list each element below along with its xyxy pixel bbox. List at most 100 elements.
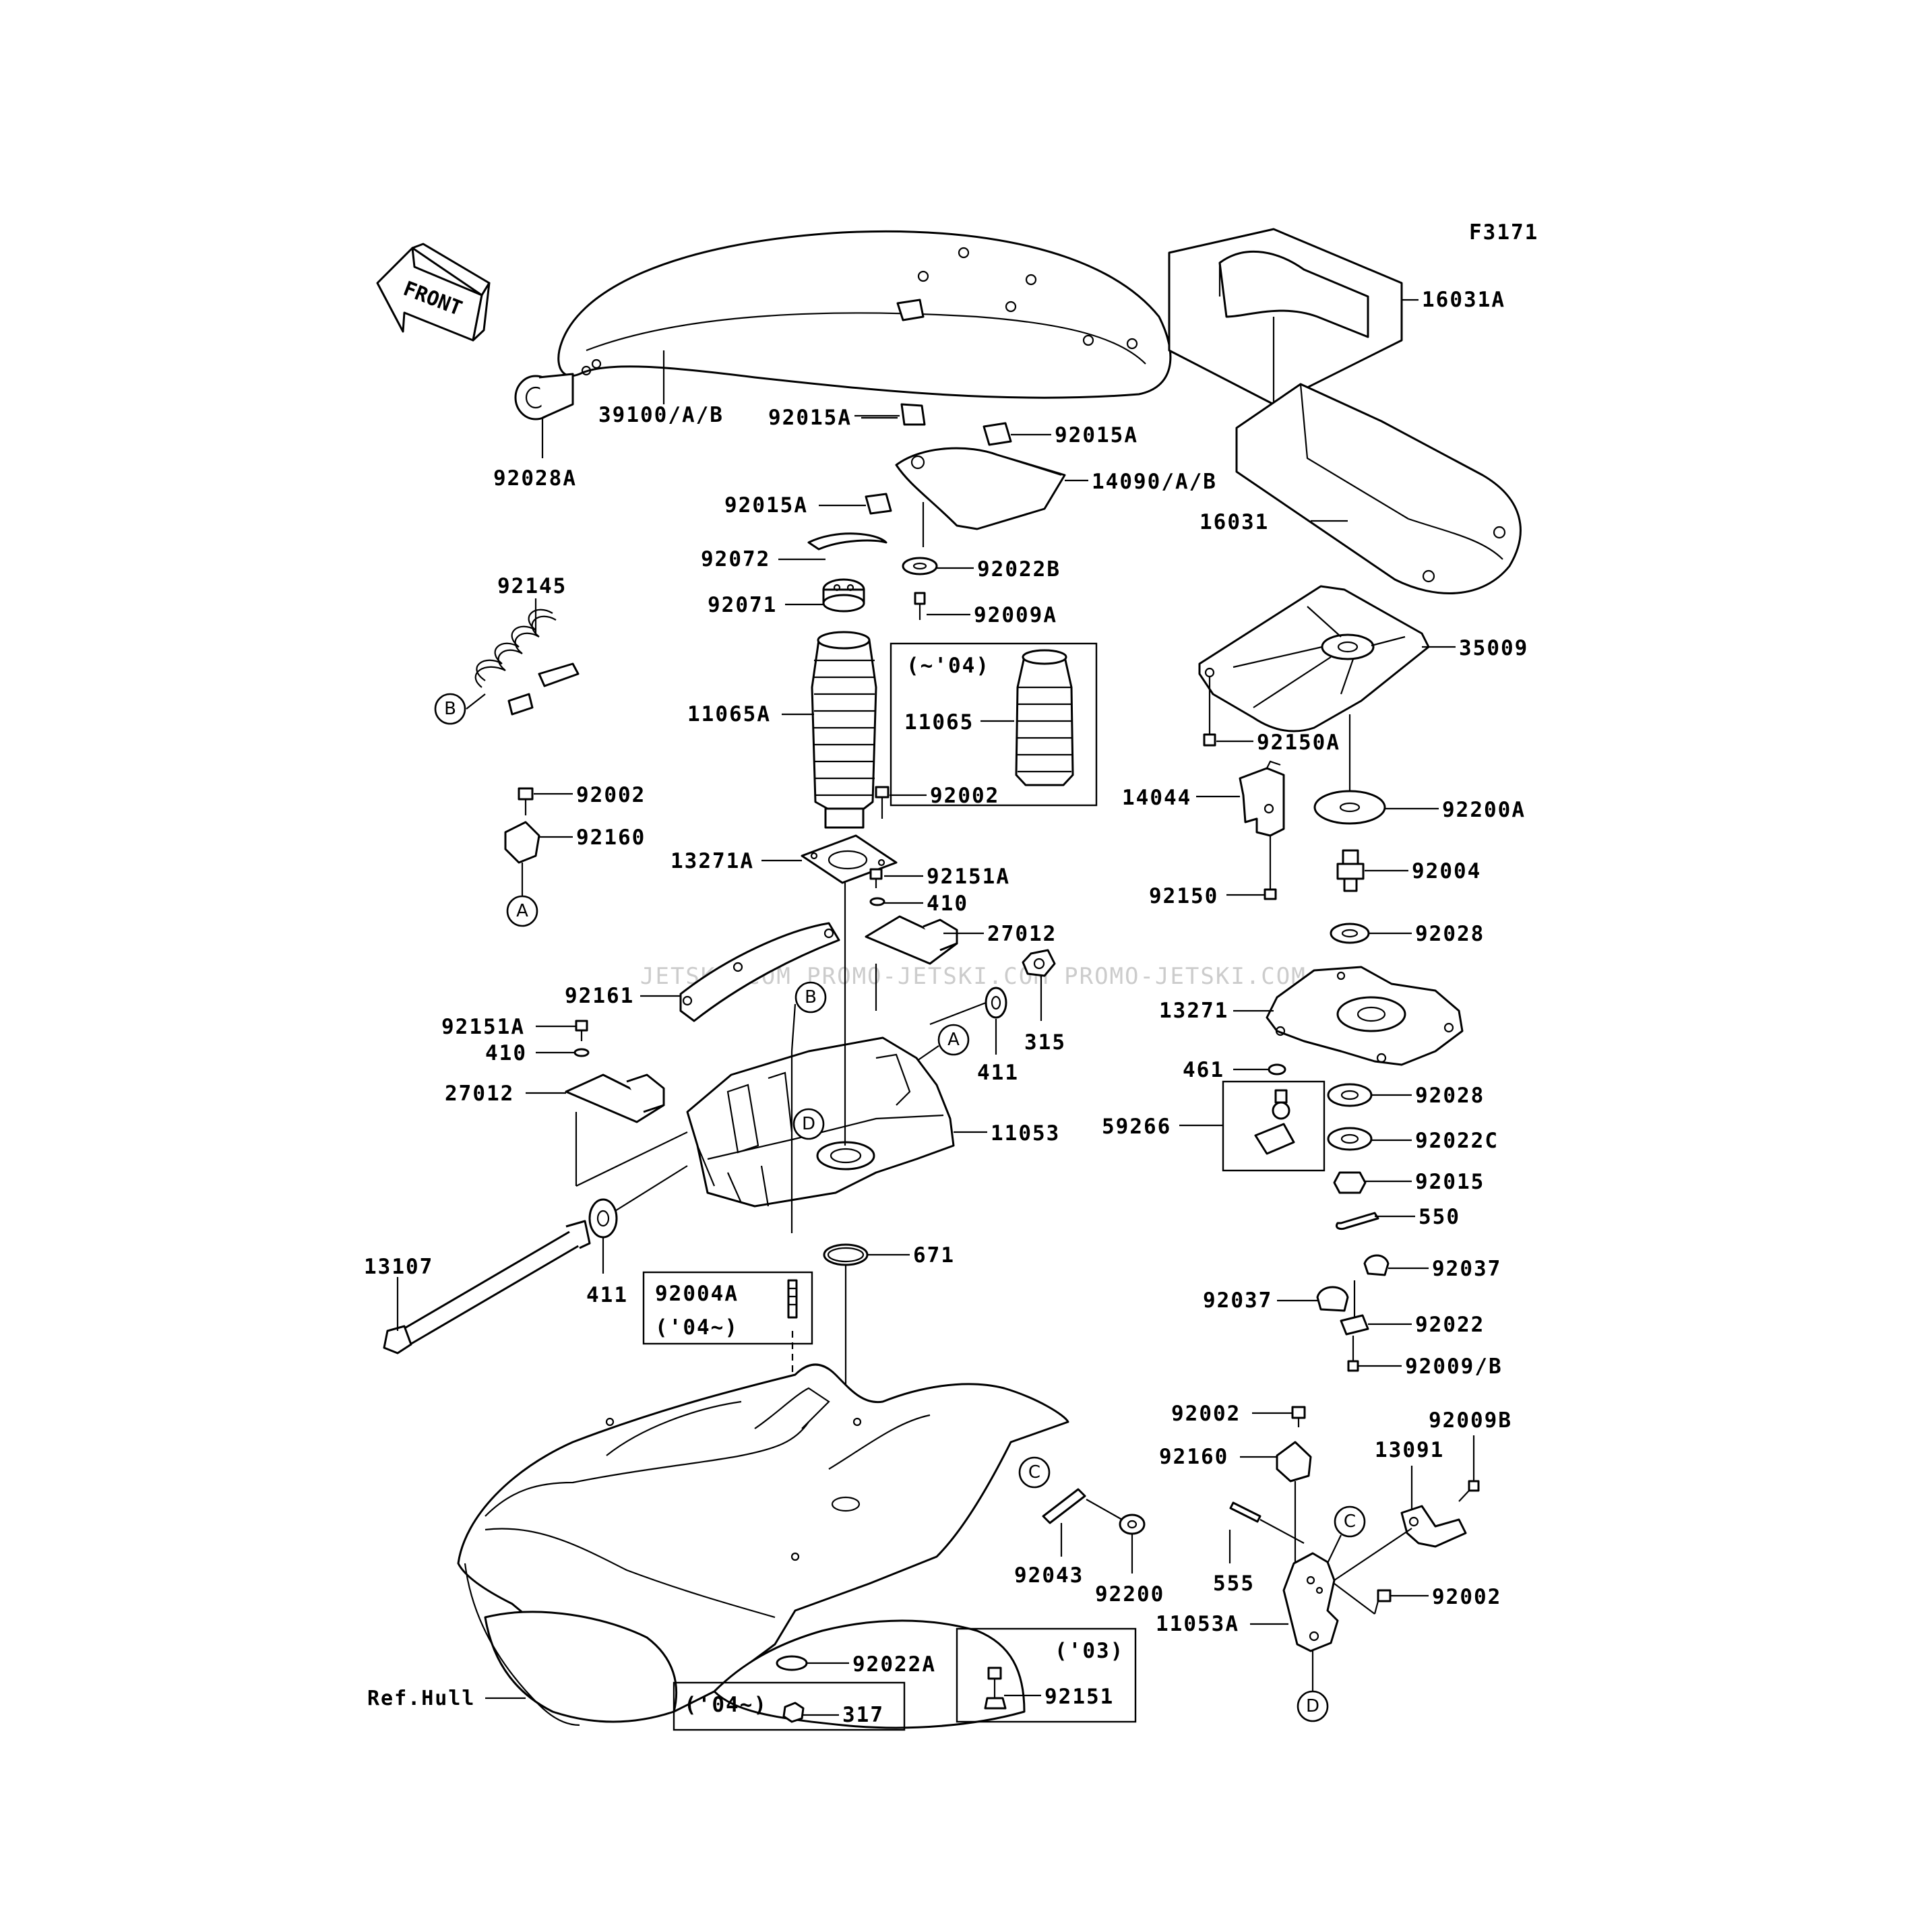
part-label-92022: 92022: [1415, 1313, 1485, 1337]
ref-circle-d-bottom: [1297, 1690, 1329, 1722]
part-label-11065A: 11065A: [687, 702, 771, 726]
bolt-92151A-1: [869, 868, 883, 888]
part-label-92028-1: 92028: [1415, 922, 1485, 946]
variant-note-until-04: (~'04): [906, 654, 990, 678]
part-label-92151A-2: 92151A: [441, 1015, 525, 1039]
part-label-13091: 13091: [1375, 1438, 1444, 1462]
part-label-16031: 16031: [1199, 510, 1269, 534]
ref-letter-c-top: C: [1028, 1462, 1040, 1483]
bolt-92002-2: [875, 786, 890, 819]
part-label-92015A-2: 92015A: [1055, 423, 1138, 447]
nut-92015: [1333, 1171, 1367, 1194]
part-label-16031A: 16031A: [1422, 288, 1505, 312]
variant-box-92004A: [642, 1271, 813, 1345]
nut-317: [782, 1702, 805, 1723]
part-label-13271: 13271: [1159, 999, 1228, 1023]
bolt-92151: [984, 1666, 1007, 1710]
clip-92022: [1340, 1314, 1369, 1336]
plate-35009: [1198, 585, 1430, 733]
clip-92015A-1b: [900, 403, 926, 426]
part-label-92004: 92004: [1412, 859, 1481, 883]
ref-letter-b-top: B: [444, 699, 456, 719]
plate-13271: [1266, 966, 1464, 1066]
clamp-92037-2: [1316, 1286, 1349, 1312]
washer-461: [1268, 1063, 1286, 1076]
washer-92022A: [776, 1655, 808, 1671]
seat-part: [557, 230, 1172, 399]
nut-315: [1022, 949, 1056, 977]
bolt-92150: [1264, 888, 1277, 900]
part-label-92160-2: 92160: [1159, 1445, 1228, 1469]
part-label-14044: 14044: [1122, 786, 1191, 810]
part-label-92002-2: 92002: [930, 784, 999, 808]
part-label-92028A: 92028A: [493, 466, 577, 491]
part-label-671: 671: [913, 1243, 955, 1268]
variant-box-317: [673, 1681, 906, 1731]
part-label-92009A: 92009A: [974, 603, 1057, 627]
shaft-13107: [383, 1220, 591, 1354]
bracket-27012-1: [865, 915, 958, 965]
bolt-92002-3: [1291, 1406, 1306, 1427]
part-label-92071: 92071: [708, 593, 777, 617]
clamp-92037-1: [1363, 1254, 1390, 1276]
ref-circle-c-bottom: [1334, 1505, 1366, 1538]
ref-letter-c-bottom: C: [1344, 1512, 1356, 1532]
part-label-92037-2: 92037: [1203, 1288, 1272, 1313]
clamp-92072: [807, 532, 887, 551]
ref-circle-d-top: [792, 1108, 825, 1140]
ref-hull-label: Ref.Hull: [367, 1687, 476, 1710]
ref-letter-a-top: A: [516, 901, 528, 921]
ref-letter-d-bottom: D: [1306, 1696, 1319, 1716]
part-label-92037-1: 92037: [1432, 1257, 1501, 1281]
washer-411-1: [985, 987, 1007, 1019]
ref-circle-a-top: [506, 895, 538, 927]
ref-circle-a-bottom: [937, 1024, 970, 1056]
part-label-14090: 14090/A/B: [1092, 470, 1217, 494]
part-label-92009B: 92009B: [1429, 1408, 1512, 1433]
part-label-92200A: 92200A: [1442, 798, 1526, 822]
part-label-11053: 11053: [991, 1121, 1060, 1146]
part-label-550: 550: [1419, 1205, 1460, 1229]
part-label-92002-1: 92002: [576, 783, 646, 807]
part-label-92015A-3: 92015A: [724, 493, 808, 518]
pad-16031: [1235, 383, 1522, 594]
part-label-35009: 35009: [1459, 636, 1528, 660]
pin-92043: [1042, 1488, 1086, 1524]
fitting-59266: [1254, 1089, 1295, 1155]
grommet-92071: [822, 578, 865, 613]
clip-92015A-1: [896, 299, 925, 321]
washer-411-2: [588, 1198, 618, 1239]
variant-box-92151: [956, 1627, 1137, 1723]
part-label-92002-3: 92002: [1171, 1402, 1241, 1426]
pin-555: [1229, 1501, 1261, 1523]
washer-92022C: [1327, 1127, 1373, 1151]
screw-92009A: [914, 592, 926, 620]
ref-circle-b-top: [434, 693, 466, 725]
part-label-13271A: 13271A: [671, 849, 754, 873]
part-label-92161: 92161: [565, 984, 634, 1008]
stud-92004: [1336, 849, 1365, 892]
part-label-92150: 92150: [1149, 884, 1218, 908]
part-label-92009B-slash: 92009/B: [1405, 1354, 1503, 1379]
boot-11065: [1015, 649, 1074, 786]
part-label-92022C: 92022C: [1415, 1129, 1499, 1153]
part-label-92160-1: 92160: [576, 825, 646, 850]
stopper-92160-1: [504, 821, 540, 864]
washer-92022B: [902, 557, 938, 575]
variant-note-from-04-b: ('04~): [684, 1693, 768, 1717]
ref-circle-c-top: [1018, 1456, 1051, 1489]
part-label-411-1: 411: [977, 1061, 1019, 1085]
bolt-92150A: [1203, 677, 1216, 747]
washer-92200: [1119, 1514, 1146, 1535]
pad-16031A: [1168, 228, 1403, 406]
part-label-315: 315: [1024, 1030, 1066, 1055]
clip-92015A-3: [865, 493, 892, 515]
part-label-27012-1: 27012: [987, 922, 1057, 946]
ref-letter-a-bottom: A: [947, 1030, 960, 1050]
front-arrow-icon: FRONT: [376, 243, 491, 342]
screw-92009B-slash: [1347, 1336, 1359, 1372]
part-label-92043: 92043: [1014, 1563, 1084, 1588]
washer-410-1: [869, 897, 885, 906]
part-label-555: 555: [1213, 1571, 1255, 1596]
